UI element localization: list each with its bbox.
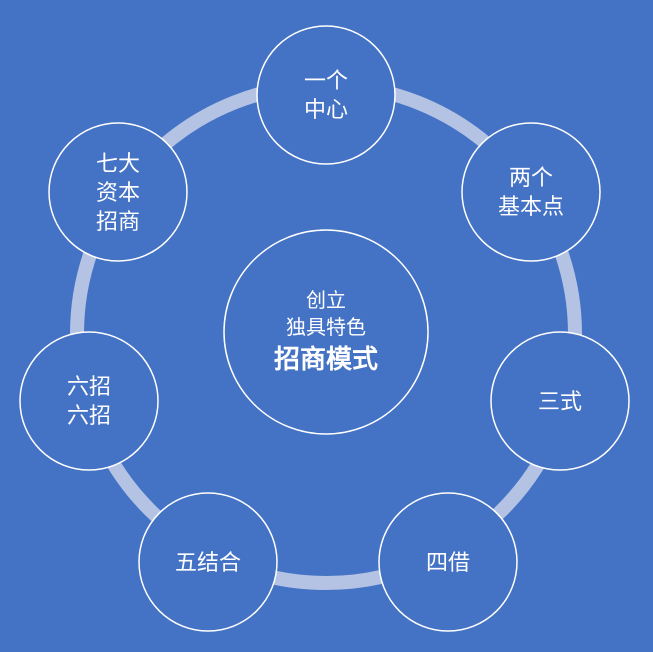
center-title: 招商模式: [274, 344, 378, 375]
node-label: 三式: [538, 390, 582, 415]
node-label: 两个: [509, 166, 553, 191]
node-circle: [461, 122, 601, 262]
node-1: 一个 中心: [256, 25, 396, 165]
node-circle: [19, 331, 159, 471]
center-line-1: 创立: [306, 288, 346, 312]
node-7: 七大 资本 招商: [48, 122, 188, 262]
node-label: 五结合: [175, 551, 241, 576]
center-node: 创立 独具特色 招商模式: [223, 229, 429, 435]
node-label: 中心: [304, 98, 348, 123]
node-circle: [256, 25, 396, 165]
node-label: 四借: [426, 551, 470, 576]
node-label: 六招: [67, 375, 111, 400]
node-circle: [378, 492, 518, 632]
node-6: 六招 六招: [19, 331, 159, 471]
node-5: 五结合: [138, 492, 278, 632]
node-label: 七大: [96, 152, 140, 177]
node-label: 资本: [96, 181, 140, 206]
center-line-2: 独具特色: [286, 315, 366, 339]
node-label: 六招: [67, 404, 111, 429]
center-circle: [223, 229, 429, 435]
node-3: 三式: [490, 331, 630, 471]
node-2: 两个 基本点: [461, 122, 601, 262]
node-4: 四借: [378, 492, 518, 632]
node-label: 招商: [96, 210, 140, 235]
node-label: 一个: [304, 69, 348, 94]
node-circle: [490, 331, 630, 471]
node-circle: [138, 492, 278, 632]
node-circle: [48, 122, 188, 262]
node-label: 基本点: [498, 195, 564, 220]
